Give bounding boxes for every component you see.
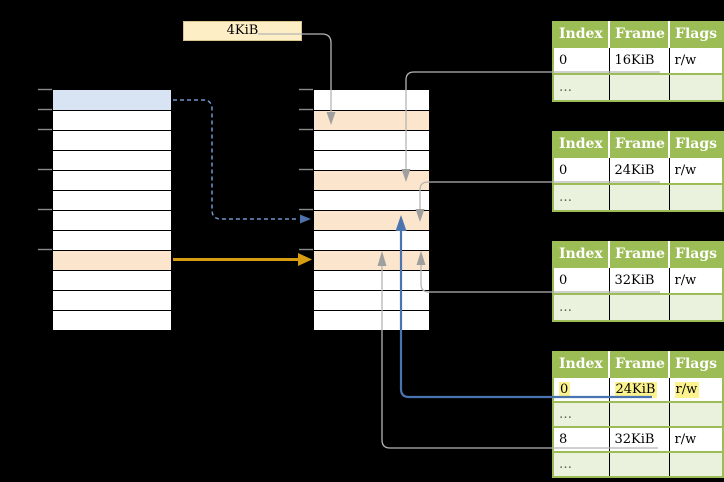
cell-flags bbox=[668, 293, 723, 321]
cell-index: … bbox=[553, 401, 609, 427]
header-frame: Frame bbox=[608, 242, 669, 267]
page-size-label: 4KiB bbox=[183, 21, 302, 41]
physical-memory-column bbox=[313, 89, 430, 331]
cell-frame bbox=[608, 183, 669, 211]
table-header-row: Index Frame Flags bbox=[553, 132, 723, 157]
cell-flags: r/w bbox=[668, 426, 723, 452]
cell-index: 0 bbox=[553, 266, 609, 294]
page-table-1: Index Frame Flags 0 16KiB r/w … bbox=[552, 21, 724, 102]
memory-row bbox=[53, 270, 171, 290]
highlight-mark: 0 bbox=[559, 382, 571, 398]
cell-frame bbox=[608, 73, 669, 101]
memory-row bbox=[53, 170, 171, 190]
memory-row bbox=[53, 90, 171, 110]
cell-frame: 32KiB bbox=[608, 426, 669, 452]
header-index: Index bbox=[553, 132, 609, 157]
memory-row bbox=[314, 90, 429, 110]
header-flags: Flags bbox=[668, 242, 723, 267]
table-row-ellipsis: … bbox=[553, 183, 723, 211]
cell-frame: 16KiB bbox=[608, 46, 669, 74]
table-header-row: Index Frame Flags bbox=[553, 352, 723, 377]
header-frame: Frame bbox=[608, 22, 669, 47]
table-row-ellipsis: … bbox=[553, 401, 723, 427]
table-row: 0 24KiB r/w bbox=[553, 156, 723, 184]
memory-row bbox=[53, 110, 171, 130]
cell-index: 0 bbox=[553, 46, 609, 74]
table-row-highlighted: 0 24KiB r/w bbox=[553, 376, 723, 402]
table-row-ellipsis: … bbox=[553, 73, 723, 101]
memory-row bbox=[314, 210, 429, 230]
cell-index: … bbox=[553, 293, 609, 321]
table-header-row: Index Frame Flags bbox=[553, 22, 723, 47]
header-frame: Frame bbox=[608, 132, 669, 157]
cell-frame: 24KiB bbox=[608, 376, 669, 402]
memory-row bbox=[53, 130, 171, 150]
table-row: 0 32KiB r/w bbox=[553, 266, 723, 294]
cell-index: 0 bbox=[553, 376, 609, 402]
cell-flags bbox=[668, 401, 723, 427]
cell-frame bbox=[608, 451, 669, 477]
cell-index: … bbox=[553, 73, 609, 101]
memory-row bbox=[314, 150, 429, 170]
memory-row bbox=[53, 150, 171, 170]
header-flags: Flags bbox=[668, 352, 723, 377]
header-flags: Flags bbox=[668, 22, 723, 47]
cell-flags bbox=[668, 451, 723, 477]
header-frame: Frame bbox=[608, 352, 669, 377]
memory-row bbox=[314, 230, 429, 250]
cell-frame bbox=[608, 293, 669, 321]
header-flags: Flags bbox=[668, 132, 723, 157]
memory-row bbox=[53, 250, 171, 270]
memory-row bbox=[53, 290, 171, 310]
arrow-virtual-page-to-frame-24kib bbox=[173, 99, 311, 224]
cell-index: … bbox=[553, 451, 609, 477]
table-header-row: Index Frame Flags bbox=[553, 242, 723, 267]
cell-flags: r/w bbox=[668, 376, 723, 402]
virtual-memory-column bbox=[52, 89, 172, 331]
header-index: Index bbox=[553, 352, 609, 377]
memory-row bbox=[314, 190, 429, 210]
cell-flags: r/w bbox=[668, 266, 723, 294]
page-table-2: Index Frame Flags 0 24KiB r/w … bbox=[552, 131, 724, 212]
arrow-virtual-page-to-frame-32kib bbox=[173, 253, 312, 266]
page-table-4: Index Frame Flags 0 24KiB r/w … 8 32KiB … bbox=[552, 351, 724, 478]
memory-row bbox=[53, 190, 171, 210]
highlight-mark: 24KiB bbox=[614, 382, 658, 398]
memory-row bbox=[53, 310, 171, 330]
table-row: 0 16KiB r/w bbox=[553, 46, 723, 74]
cell-frame: 32KiB bbox=[608, 266, 669, 294]
cell-frame: 24KiB bbox=[608, 156, 669, 184]
memory-row bbox=[314, 170, 429, 190]
cell-index: 0 bbox=[553, 156, 609, 184]
memory-row bbox=[53, 230, 171, 250]
memory-row bbox=[53, 210, 171, 230]
cell-index: 8 bbox=[553, 426, 609, 452]
memory-row bbox=[314, 130, 429, 150]
table-row-ellipsis: … bbox=[553, 451, 723, 477]
memory-row bbox=[314, 250, 429, 270]
cell-index: … bbox=[553, 183, 609, 211]
header-index: Index bbox=[553, 22, 609, 47]
cell-flags: r/w bbox=[668, 46, 723, 74]
table-row: 8 32KiB r/w bbox=[553, 426, 723, 452]
highlight-mark: r/w bbox=[674, 382, 700, 398]
table-row-ellipsis: … bbox=[553, 293, 723, 321]
memory-row bbox=[314, 290, 429, 310]
cell-flags: r/w bbox=[668, 156, 723, 184]
cell-frame bbox=[608, 401, 669, 427]
page-table-3: Index Frame Flags 0 32KiB r/w … bbox=[552, 241, 724, 322]
header-index: Index bbox=[553, 242, 609, 267]
cell-flags bbox=[668, 73, 723, 101]
cell-flags bbox=[668, 183, 723, 211]
physical-memory-ticks bbox=[299, 88, 313, 251]
virtual-memory-ticks bbox=[38, 88, 52, 251]
memory-row bbox=[314, 310, 429, 330]
memory-row bbox=[314, 270, 429, 290]
memory-row bbox=[314, 110, 429, 130]
